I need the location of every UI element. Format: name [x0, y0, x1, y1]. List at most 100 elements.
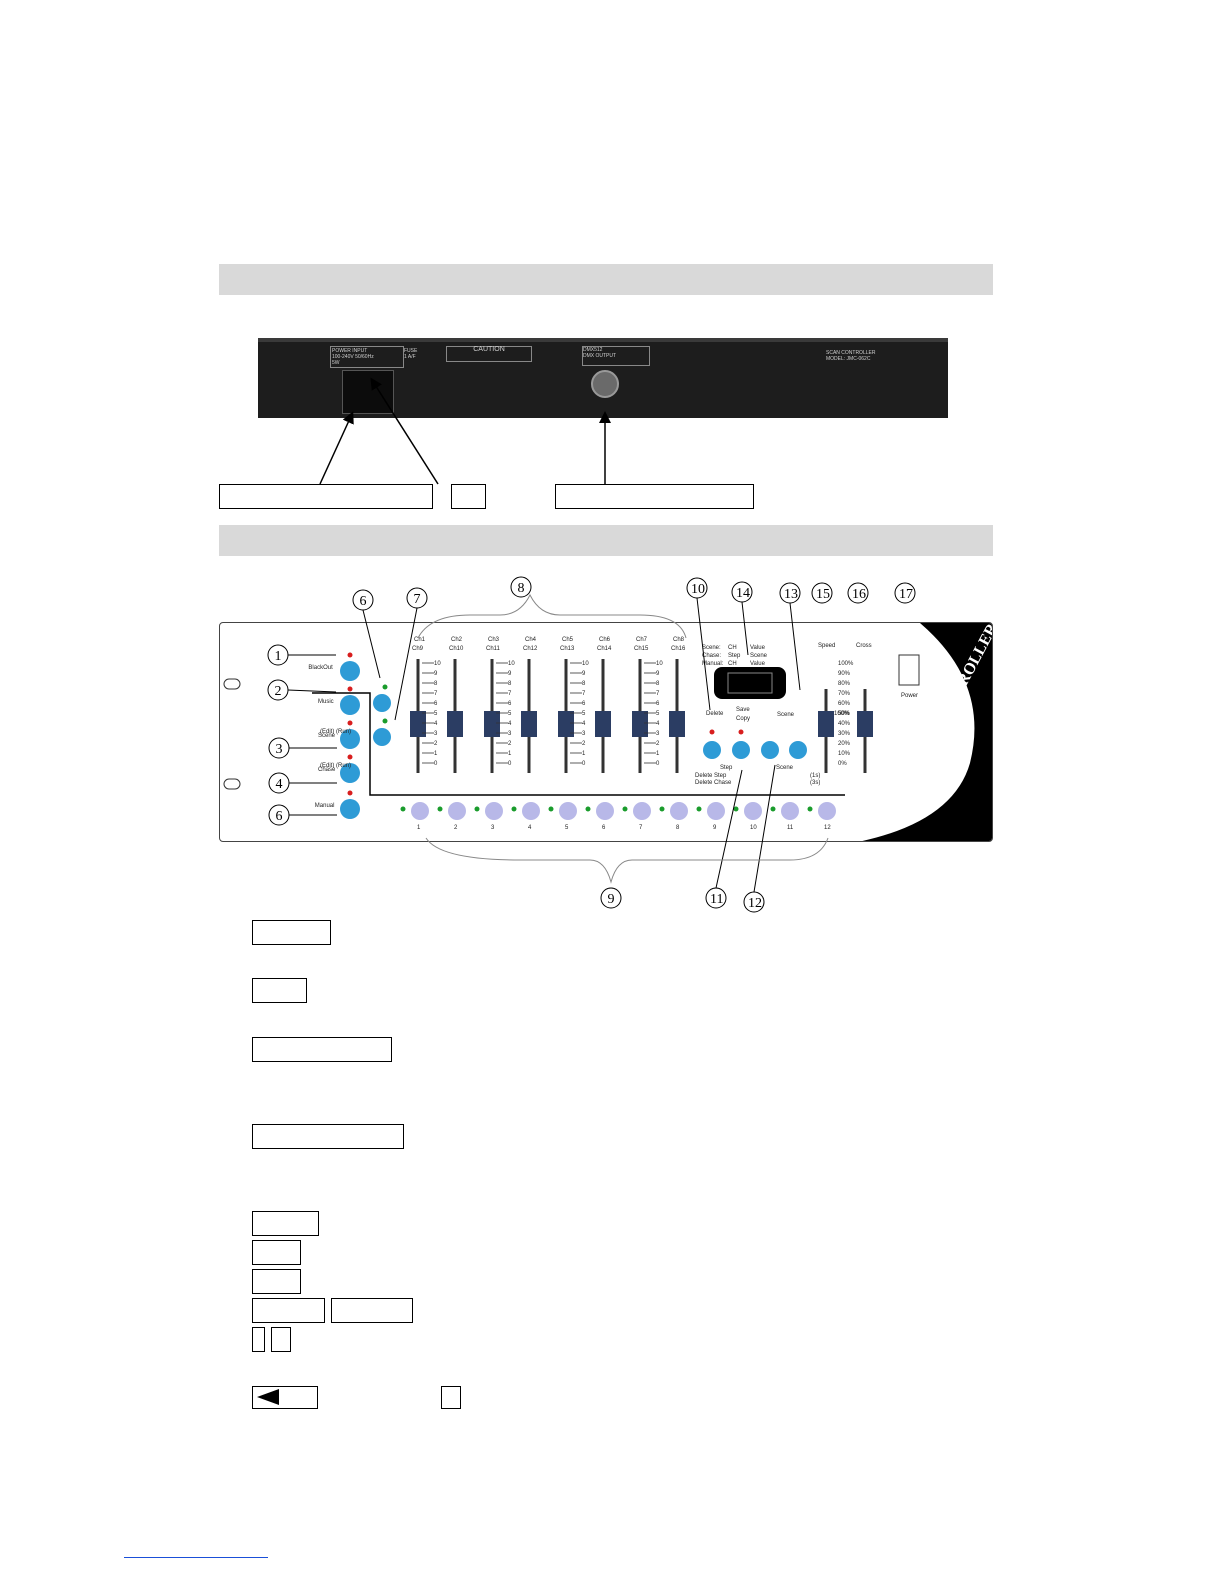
callout-number: 1 [275, 649, 282, 664]
scene-number-label: 6 [602, 825, 606, 831]
page2-button[interactable] [373, 728, 391, 746]
scene-number-label: 2 [454, 825, 458, 831]
scene-button-6[interactable] [596, 802, 614, 820]
scene-button-8[interactable] [670, 802, 688, 820]
scale-label: 7 [508, 691, 512, 697]
channel-fader[interactable] [669, 711, 685, 737]
delete-time-2: (3s) [810, 780, 820, 786]
scale-label: 2 [434, 741, 438, 747]
display-row-b: Scene [750, 653, 768, 659]
scale-label: 8 [582, 681, 586, 687]
callout-number: 8 [518, 581, 525, 596]
scale-label: 3 [508, 731, 512, 737]
led-display [714, 667, 786, 699]
dmx-label: DMX512 [583, 347, 603, 353]
scale-label: 7 [656, 691, 660, 697]
scene-button-9[interactable] [707, 802, 725, 820]
callout-number: 13 [784, 587, 798, 602]
scene-button-4[interactable] [522, 802, 540, 820]
fuse-value: 1 A/F [404, 354, 416, 360]
scene-led [474, 806, 480, 812]
channel-label-top: Ch5 [562, 637, 574, 643]
scene-button-11[interactable] [781, 802, 799, 820]
callout-number: 9 [608, 892, 615, 907]
channel-fader[interactable] [447, 711, 463, 737]
scale-label: 2 [508, 741, 512, 747]
callout-number: 15 [816, 587, 830, 602]
arrow-fuse [370, 377, 439, 485]
led [709, 729, 715, 735]
scene-button-2[interactable] [448, 802, 466, 820]
mode-button-blackout[interactable] [340, 661, 360, 681]
scale-label: 6 [656, 701, 660, 707]
scene-led [659, 806, 665, 812]
page2-led [382, 718, 388, 724]
percent-scale: 100%90%80%70%60%50%40%30%20%10%0%100% [834, 661, 854, 767]
scene-led [400, 806, 406, 812]
power-switch[interactable] [898, 654, 920, 686]
callout-number: 7 [414, 592, 421, 607]
footer-link-underline [124, 1557, 268, 1558]
scene-number-label: 3 [491, 825, 495, 831]
channel-fader[interactable] [558, 711, 574, 737]
mode-label-scene: Scene [318, 733, 336, 739]
cross-fader[interactable] [857, 711, 873, 737]
arrow-power [319, 411, 354, 485]
scene-button-3[interactable] [485, 802, 503, 820]
leader-line [696, 597, 711, 711]
channel-label-bottom: Ch15 [634, 646, 649, 652]
scene-number-label: 8 [676, 825, 680, 831]
channel-fader[interactable] [521, 711, 537, 737]
model-title: SCAN CONTROLLER [826, 350, 876, 356]
channel-fader[interactable] [595, 711, 611, 737]
scene-up-button[interactable] [789, 741, 807, 759]
scale-label: 6 [508, 701, 512, 707]
channel-label-top: Ch7 [636, 637, 648, 643]
scale-label: 9 [508, 671, 512, 677]
scene-button-5[interactable] [559, 802, 577, 820]
mode-button-manual[interactable] [340, 799, 360, 819]
section-header-bar [219, 264, 993, 295]
scale-label: 8 [434, 681, 438, 687]
scale-label: 0 [582, 761, 586, 767]
scale-label: 2 [656, 741, 660, 747]
callout-15 [811, 582, 833, 604]
speed-fader[interactable] [818, 711, 834, 737]
channel-fader[interactable] [632, 711, 648, 737]
mode-button-scene[interactable] [340, 729, 360, 749]
dmx-output-connector [591, 370, 619, 398]
scene-button-12[interactable] [818, 802, 836, 820]
scale-label: 3 [434, 731, 438, 737]
channel-label-bottom: Ch16 [671, 646, 686, 652]
scale-label: 0 [434, 761, 438, 767]
scene-button-10[interactable] [744, 802, 762, 820]
power-value: 100-240V 50/60Hz [332, 354, 374, 360]
edit-run-label: (Edit) (Run) [320, 763, 351, 769]
save-copy-button[interactable] [732, 741, 750, 759]
page1-button[interactable] [373, 694, 391, 712]
callout-number: 17 [899, 587, 913, 602]
scale-label: 1 [656, 751, 660, 757]
callout-number: 3 [276, 742, 283, 757]
step-down-button[interactable] [761, 741, 779, 759]
brace-faders [417, 593, 687, 639]
mode-button-music[interactable] [340, 695, 360, 715]
dmx-output-label: DMX OUTPUT [583, 353, 617, 359]
percent-label: 60% [838, 701, 851, 707]
scene-button-1[interactable] [411, 802, 429, 820]
delete-time-1: (1s) [810, 773, 820, 779]
percent-label: 10% [838, 751, 851, 757]
channel-fader[interactable] [484, 711, 500, 737]
channel-fader[interactable] [410, 711, 426, 737]
mode-led [347, 720, 353, 726]
mode-button-chase[interactable] [340, 763, 360, 783]
program-delete-button[interactable] [703, 741, 721, 759]
power-label: Power [901, 693, 918, 699]
scale-label: 8 [656, 681, 660, 687]
display-row-label: Manual: [702, 661, 724, 667]
mode-led [347, 754, 353, 760]
scene-button-7[interactable] [633, 802, 651, 820]
channel-faders: Ch1Ch9109876543210Ch2Ch10Ch3Ch1110987654… [410, 637, 686, 773]
